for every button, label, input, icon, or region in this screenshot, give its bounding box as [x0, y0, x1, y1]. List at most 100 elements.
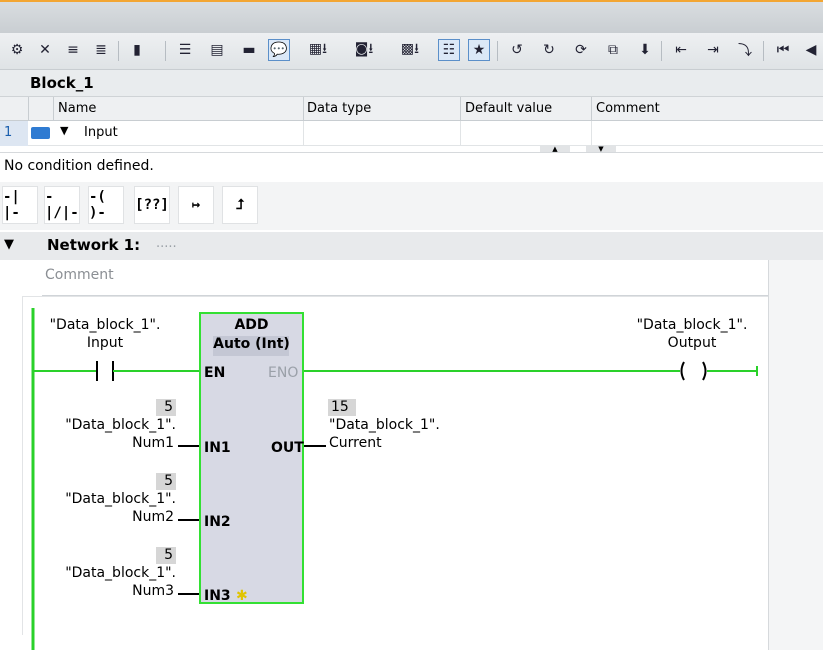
previous-network-icon[interactable]: ◀ [805, 42, 817, 58]
insert-row-icon[interactable]: ≡ [67, 42, 79, 58]
collapse-network-icon[interactable]: ▼ [4, 237, 14, 252]
out-operand-line1[interactable]: "Data_block_1". [329, 417, 440, 433]
coil-symbol [702, 361, 707, 381]
toolbar-separator [661, 41, 662, 61]
block-title: Block_1 [30, 74, 94, 92]
column-divider [303, 121, 304, 146]
compare-icon[interactable]: ⧉ [608, 42, 618, 58]
contact-operand-line2[interactable]: Input [86, 335, 124, 351]
indent-icon[interactable]: ⇤ [675, 42, 687, 58]
column-divider [303, 97, 304, 121]
expand-icon[interactable]: ⤵ [738, 43, 752, 59]
coil-operand-line2[interactable]: Output [667, 335, 717, 351]
favorites-icon[interactable]: ▦⭳ [308, 41, 328, 57]
interface-row[interactable]: 1 ▼ Input [0, 121, 823, 146]
delete-network-icon[interactable]: ✕ [39, 42, 51, 58]
condition-panel: No condition defined. [0, 152, 823, 182]
in2-pin: IN2 [204, 514, 231, 530]
instruction-type-dropdown[interactable]: Auto (Int) [213, 336, 290, 352]
instruction-name: ADD [234, 317, 269, 333]
network-title: Network 1: [47, 236, 141, 254]
in1-operand-line2[interactable]: Num1 [132, 435, 174, 451]
condition-text: No condition defined. [4, 158, 154, 174]
network-comment-field[interactable]: Comment [42, 265, 768, 296]
monitoring-icon[interactable]: ▩⭳ [400, 41, 420, 57]
column-header-comment[interactable]: Comment [596, 101, 660, 116]
column-header-data-type[interactable]: Data type [307, 101, 372, 116]
row-index: 1 [4, 125, 13, 140]
column-divider [28, 97, 29, 121]
expand-triangle-icon[interactable]: ▼ [60, 124, 69, 137]
add-input-star-icon[interactable]: ✱ [236, 588, 248, 604]
in3-actual-value: 5 [156, 547, 176, 564]
insert-empty-box-icon[interactable]: ▮ [133, 42, 141, 58]
normally-closed-contact-icon[interactable]: -|/|- [44, 186, 80, 224]
right-panel-scroll [768, 260, 823, 650]
absolute-symbolic-icon[interactable]: ▤ [210, 42, 224, 58]
column-header-default-value[interactable]: Default value [465, 101, 553, 116]
networks-all-icon[interactable]: ▬ [242, 42, 256, 58]
outdent-icon[interactable]: ⇥ [707, 42, 719, 58]
network-header[interactable]: ▼ Network 1: ..... [0, 232, 823, 260]
download-icon[interactable]: ⬇ [639, 42, 651, 58]
comment-toggle-icon[interactable]: 💬 [268, 39, 290, 61]
type-selector-bg [213, 336, 289, 356]
open-branch-icon[interactable]: ☰ [178, 42, 192, 58]
column-divider [591, 121, 592, 146]
goto-next-error-icon[interactable]: ↻ [543, 42, 555, 58]
open-branch-icon[interactable]: ↦ [178, 186, 214, 224]
in2-actual-value: 5 [156, 473, 176, 490]
interface-row-name: Input [84, 125, 118, 140]
goto-previous-error-icon[interactable]: ↺ [511, 42, 523, 58]
close-branch-icon[interactable]: ⮥ [222, 186, 258, 224]
splitter-down-icon[interactable]: ▼ [586, 146, 616, 153]
ladder-network-area [22, 296, 769, 635]
favorites-bar: -| |- -|/|- -( )- [??] ↦ ⮥ [0, 182, 823, 230]
in2-operand-line1[interactable]: "Data_block_1". [65, 491, 176, 507]
toolbar-separator [118, 41, 119, 61]
toolbar-separator [497, 41, 498, 61]
network-comment-placeholder: Comment [45, 267, 114, 283]
editor-toolbar: ⚙ ✕ ≡ ≣ ▮ ☰ ▤ ▬ 💬 ▦⭳ ◙⭳ ▩⭳ ☷ ★ ↺ ↻ ⟳ ⧉ ⬇… [0, 33, 823, 70]
block-title-bar: Block_1 [0, 70, 823, 97]
normally-open-contact-icon[interactable]: -| |- [2, 186, 38, 224]
in3-pin: IN3 [204, 588, 231, 604]
in1-pin: IN1 [204, 440, 231, 456]
in2-operand-line2[interactable]: Num2 [132, 509, 174, 525]
coil-operand-line1[interactable]: "Data_block_1". [636, 317, 748, 333]
star-block-icon[interactable]: ★ [468, 39, 490, 61]
toolbar-separator [165, 41, 166, 61]
empty-box-icon[interactable]: [??] [134, 186, 170, 224]
list-view-icon[interactable]: ☷ [438, 39, 460, 61]
insert-network-icon[interactable]: ⚙ [10, 42, 24, 58]
column-divider [53, 97, 54, 121]
toolbar-separator [763, 41, 764, 61]
in3-operand-line1[interactable]: "Data_block_1". [65, 565, 176, 581]
out-pin: OUT [271, 440, 304, 456]
window-title-strip [0, 0, 823, 33]
column-divider [460, 97, 461, 121]
in3-operand-line2[interactable]: Num3 [132, 583, 174, 599]
column-divider [460, 121, 461, 146]
first-network-icon[interactable]: ⏮ [776, 42, 790, 58]
contact-operand-line1[interactable]: "Data_block_1". [49, 317, 161, 333]
coil-icon[interactable]: -( )- [88, 186, 124, 224]
coil-symbol [680, 361, 685, 381]
out-operand-line2[interactable]: Current [329, 435, 382, 451]
in1-operand-line1[interactable]: "Data_block_1". [65, 417, 176, 433]
column-header-name[interactable]: Name [58, 101, 97, 116]
network-title-placeholder[interactable]: ..... [156, 236, 177, 251]
splitter-up-icon[interactable]: ▲ [540, 146, 570, 153]
update-calls-icon[interactable]: ⟳ [575, 42, 587, 58]
en-pin: EN [204, 365, 226, 381]
add-instruction-box[interactable]: ADD Auto (Int) EN ENO IN1 OUT IN2 IN3 ✱ [199, 312, 304, 604]
out-actual-value: 15 [328, 399, 356, 416]
in1-actual-value: 5 [156, 399, 176, 416]
eno-pin: ENO [268, 365, 299, 381]
add-row-icon[interactable]: ≣ [95, 42, 107, 58]
breakpoint-icon[interactable]: ◙⭳ [354, 41, 374, 57]
interface-table-header: Name Data type Default value Comment [0, 97, 823, 121]
column-divider [591, 97, 592, 121]
row-number-cell [0, 121, 28, 146]
